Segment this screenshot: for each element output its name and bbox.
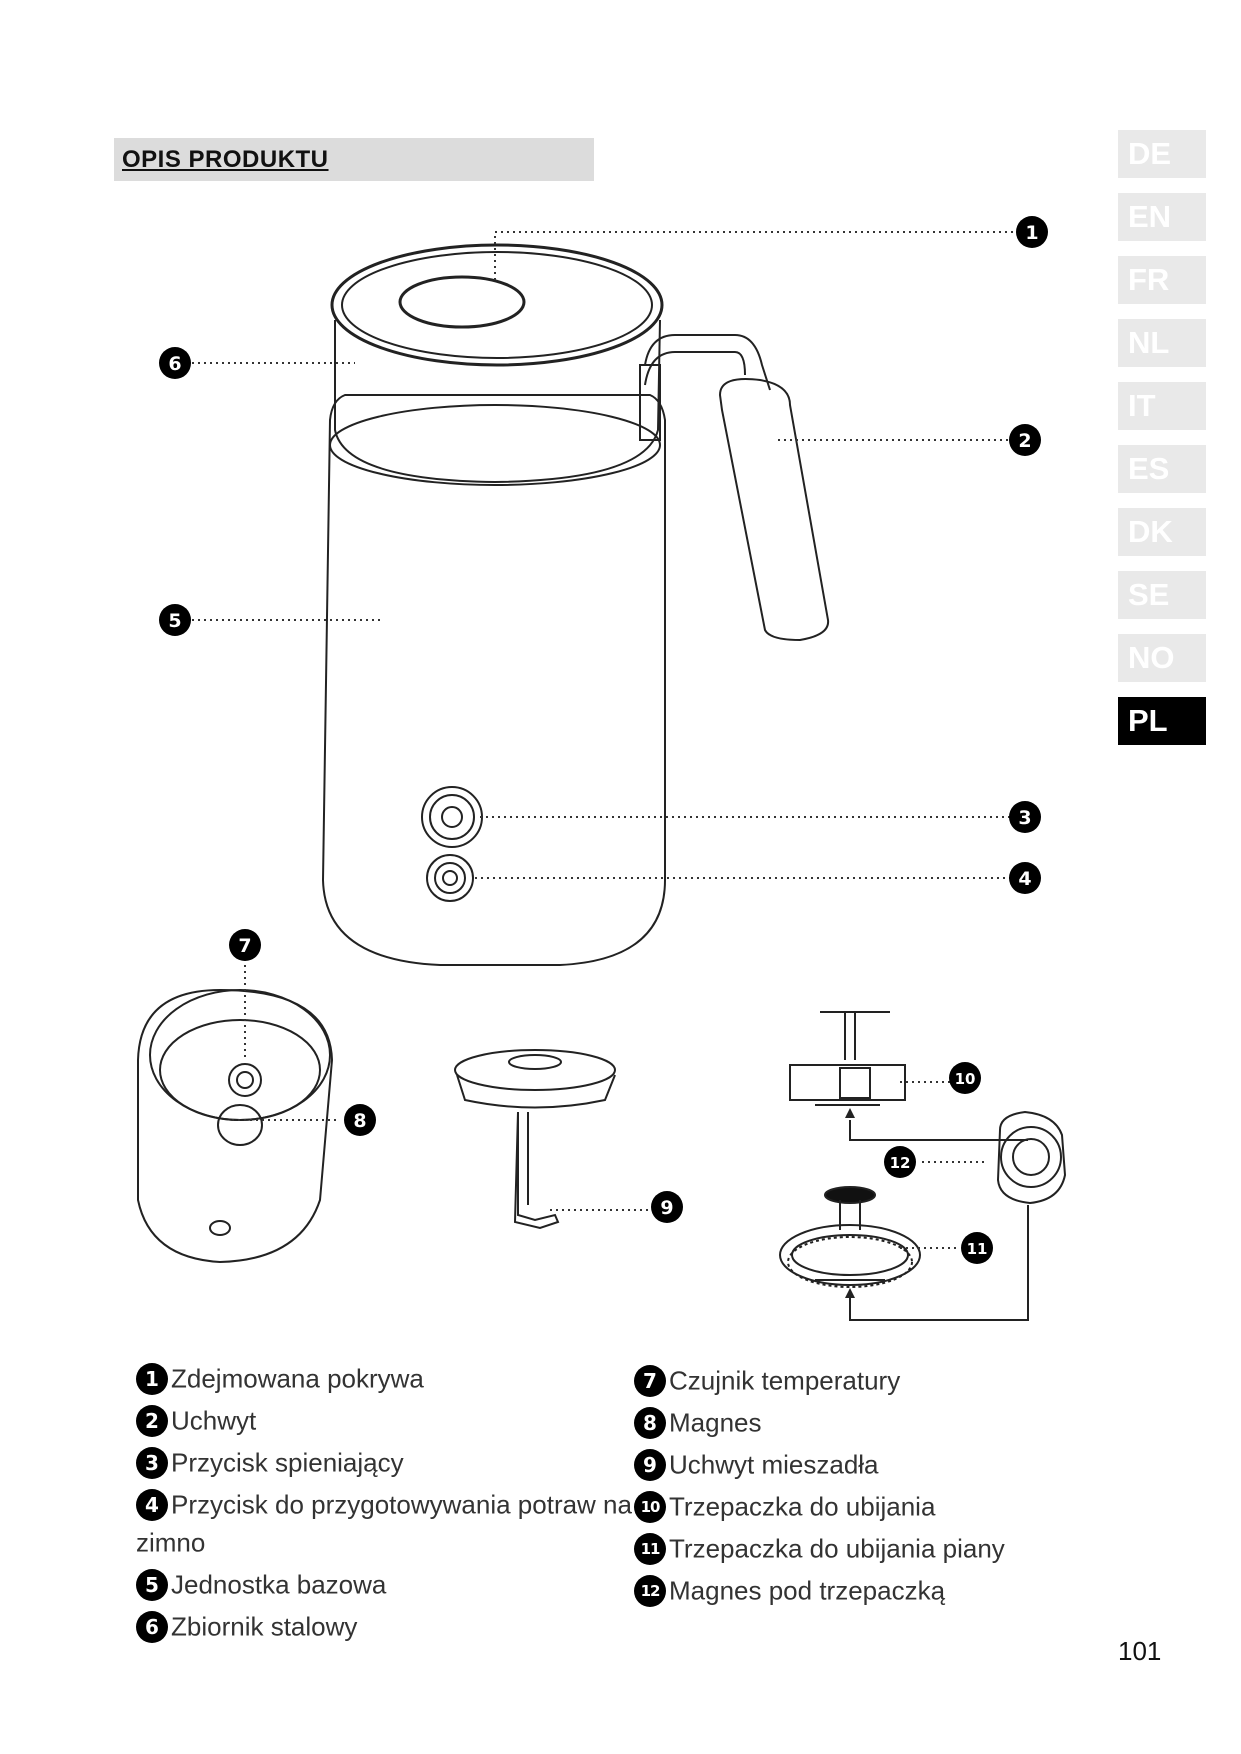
legend-number: 3 [136,1447,168,1480]
marker-5: 5 [159,604,191,636]
front-buttons-drawing [421,786,483,902]
svg-text:10: 10 [955,1070,976,1088]
legend-text: Czujnik temperatury [669,1365,901,1396]
svg-text:1: 1 [1025,222,1038,244]
legend-text: zimno [136,1527,206,1558]
legend-number: 6 [136,1611,168,1644]
legend-item-4-continued: zimno [136,1526,205,1559]
legend-text: Zdejmowana pokrywa [171,1363,424,1394]
legend-text: Przycisk do przygotowywania potraw na [171,1489,632,1520]
marker-9: 9 [651,1191,683,1223]
steel-jug-drawing [330,243,664,484]
handle-drawing [639,334,830,642]
svg-text:3: 3 [1018,807,1031,829]
legend-number: 8 [634,1407,666,1440]
legend-number: 4 [136,1489,168,1522]
legend-number: 10 [634,1491,666,1524]
lid-with-holder-drawing [454,1049,616,1230]
marker-6: 6 [159,347,191,379]
marker-11: 11 [961,1232,993,1264]
lang-tab-se[interactable]: SE [1118,571,1206,619]
legend-number: 12 [634,1575,666,1608]
svg-text:2: 2 [1018,430,1031,452]
svg-text:4: 4 [1018,868,1031,890]
lang-tab-dk[interactable]: DK [1118,508,1206,556]
marker-8: 8 [344,1104,376,1136]
page-number: 101 [1118,1636,1162,1666]
legend-number: 2 [136,1405,168,1438]
language-tabs: DE EN FR NL IT ES DK SE NO PL [1118,130,1206,760]
legend-number: 5 [136,1569,168,1602]
jug-top-view-drawing [137,988,334,1264]
marker-1: 1 [1016,216,1048,248]
lang-tab-no[interactable]: NO [1118,634,1206,682]
whisk-11-drawing [779,1186,921,1288]
legend-text: Trzepaczka do ubijania piany [669,1533,1005,1564]
legend-text: Magnes [669,1407,762,1438]
lang-tab-it[interactable]: IT [1118,382,1206,430]
legend-text: Uchwyt [171,1405,257,1436]
base-unit-drawing [321,394,666,966]
legend-text: Jednostka bazowa [171,1569,387,1600]
lang-tab-fr[interactable]: FR [1118,256,1206,304]
lang-tab-en[interactable]: EN [1118,193,1206,241]
legend-text: Trzepaczka do ubijania [669,1491,936,1522]
legend-number: 9 [634,1449,666,1482]
legend-text: Zbiornik stalowy [171,1611,358,1642]
section-title: OPIS PRODUKTU [122,146,329,173]
marker-7: 7 [229,929,261,961]
svg-text:6: 6 [168,353,181,375]
svg-text:7: 7 [238,935,251,957]
lang-tab-nl[interactable]: NL [1118,319,1206,367]
legend-number: 7 [634,1365,666,1398]
marker-4: 4 [1009,862,1041,894]
lang-tab-de[interactable]: DE [1118,130,1206,178]
svg-text:9: 9 [660,1197,673,1219]
legend-number: 11 [634,1533,666,1566]
svg-text:12: 12 [890,1154,911,1172]
svg-text:8: 8 [353,1110,366,1132]
lang-tab-pl[interactable]: PL [1118,697,1206,745]
marker-2: 2 [1009,424,1041,456]
marker-12: 12 [884,1146,916,1178]
legend-number: 1 [136,1363,168,1396]
legend-text: Przycisk spieniający [171,1447,404,1478]
svg-text:11: 11 [967,1240,988,1258]
section-title-bar: OPIS PRODUKTU [114,138,594,181]
legend-text: Uchwyt mieszadła [669,1449,879,1480]
legend-text: Magnes pod trzepaczką [669,1575,946,1606]
lang-tab-es[interactable]: ES [1118,445,1206,493]
magnet-12-drawing [996,1110,1067,1205]
marker-10: 10 [949,1062,981,1094]
marker-3: 3 [1009,801,1041,833]
svg-text:5: 5 [168,610,181,632]
whisk-10-drawing [789,1011,906,1106]
